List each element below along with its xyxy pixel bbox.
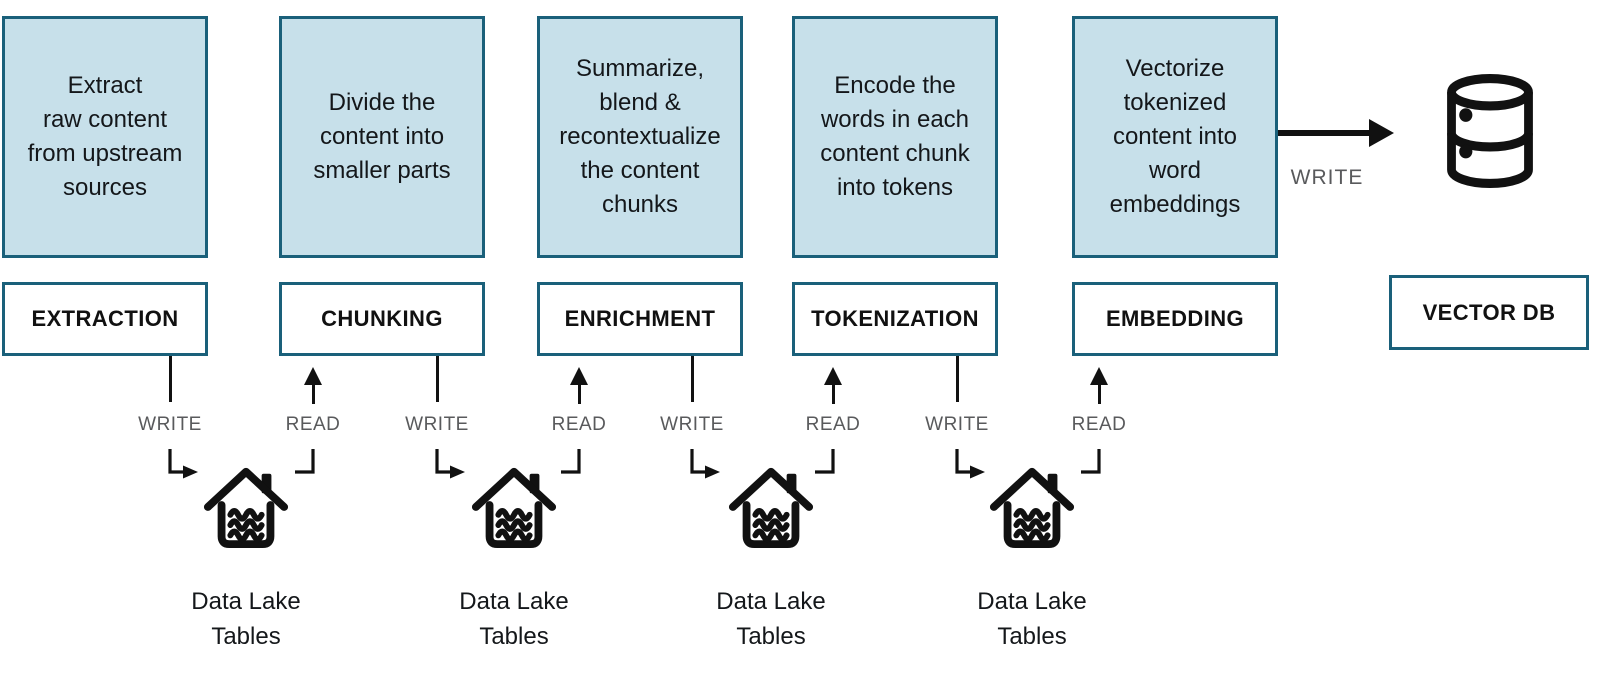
write-elbow-arrow-icon-4 bbox=[955, 449, 985, 479]
enrichment-label-box: ENRICHMENT bbox=[537, 282, 743, 356]
read-label-4: READ bbox=[1071, 414, 1127, 435]
tokenization-label-box: TOKENIZATION bbox=[792, 282, 998, 356]
chunking-description: Divide the content into smaller parts bbox=[313, 89, 451, 184]
lakehouse-icon-1 bbox=[203, 467, 289, 549]
lakehouse-icon-4 bbox=[989, 467, 1075, 549]
embedding-description-box: Vectorize tokenized content into word em… bbox=[1072, 16, 1278, 258]
write-elbow-arrow-icon-2 bbox=[435, 449, 465, 479]
write-label-4: WRITE bbox=[925, 414, 989, 435]
read-arrowhead-icon-1 bbox=[304, 367, 322, 385]
data-lake-tables-label-1: Data Lake Tables bbox=[191, 588, 301, 650]
tokenization-description-box: Encode the words in each content chunk i… bbox=[792, 16, 998, 258]
vector-db-label-box: VECTOR DB bbox=[1389, 275, 1589, 350]
extraction-description: Extract raw content from upstream source… bbox=[27, 72, 183, 201]
data-lake-tables-label-3: Data Lake Tables bbox=[716, 588, 826, 650]
read-elbow-icon-2 bbox=[561, 449, 581, 474]
write-label-3: WRITE bbox=[660, 414, 724, 435]
chunking-label-box: CHUNKING bbox=[279, 282, 485, 356]
read-label-1: READ bbox=[285, 414, 341, 435]
read-label-3: READ bbox=[805, 414, 861, 435]
enrichment-description: Summarize, blend & recontextualize the c… bbox=[559, 55, 721, 218]
read-arrowhead-icon-3 bbox=[824, 367, 842, 385]
vector-db-label: VECTOR DB bbox=[1422, 299, 1556, 325]
read-arrowhead-icon-4 bbox=[1090, 367, 1108, 385]
data-lake-tables-label-2: Data Lake Tables bbox=[459, 588, 569, 650]
read-arrow-line-1 bbox=[311, 384, 315, 404]
read-arrowhead-icon-2 bbox=[570, 367, 588, 385]
enrichment-label: ENRICHMENT bbox=[564, 306, 716, 331]
chunking-description-box: Divide the content into smaller parts bbox=[279, 16, 485, 258]
database-icon bbox=[1447, 74, 1533, 188]
write-elbow-arrow-icon-3 bbox=[690, 449, 720, 479]
read-arrow-line-2 bbox=[577, 384, 581, 404]
embedding-to-vectordb-arrow-line bbox=[1278, 130, 1371, 136]
write-connector-line-4 bbox=[955, 356, 959, 402]
write-label-1: WRITE bbox=[138, 414, 202, 435]
data-lake-tables-label-4: Data Lake Tables bbox=[977, 588, 1087, 650]
tokenization-description: Encode the words in each content chunk i… bbox=[820, 72, 970, 201]
extraction-description-box: Extract raw content from upstream source… bbox=[2, 16, 208, 258]
read-elbow-icon-3 bbox=[815, 449, 835, 474]
read-elbow-icon-4 bbox=[1081, 449, 1101, 474]
lakehouse-icon-2 bbox=[471, 467, 557, 549]
enrichment-description-box: Summarize, blend & recontextualize the c… bbox=[537, 16, 743, 258]
write-elbow-arrow-icon-1 bbox=[168, 449, 198, 479]
write-connector-line-1 bbox=[168, 356, 172, 402]
write-label-2: WRITE bbox=[405, 414, 469, 435]
tokenization-label: TOKENIZATION bbox=[811, 306, 979, 331]
vectordb-write-label: WRITE bbox=[1290, 166, 1364, 189]
extraction-label-box: EXTRACTION bbox=[2, 282, 208, 356]
embedding-to-vectordb-arrowhead-icon bbox=[1369, 119, 1394, 147]
embedding-description: Vectorize tokenized content into word em… bbox=[1109, 55, 1241, 218]
extraction-label: EXTRACTION bbox=[31, 306, 179, 331]
read-elbow-icon-1 bbox=[295, 449, 315, 474]
write-connector-line-3 bbox=[690, 356, 694, 402]
lakehouse-icon-3 bbox=[728, 467, 814, 549]
read-label-2: READ bbox=[551, 414, 607, 435]
read-arrow-line-3 bbox=[831, 384, 835, 404]
embedding-label-box: EMBEDDING bbox=[1072, 282, 1278, 356]
write-connector-line-2 bbox=[435, 356, 439, 402]
embedding-label: EMBEDDING bbox=[1105, 306, 1245, 331]
chunking-label: CHUNKING bbox=[321, 306, 443, 331]
read-arrow-line-4 bbox=[1097, 384, 1101, 404]
